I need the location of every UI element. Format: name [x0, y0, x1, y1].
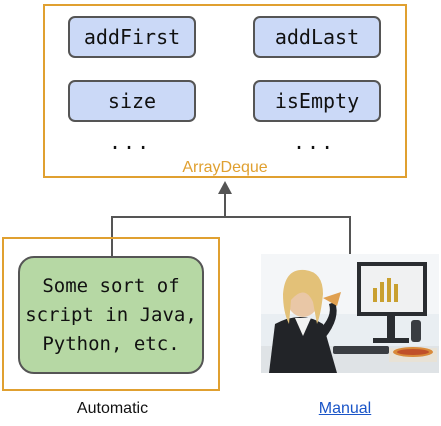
- person-at-computer-photo: [261, 254, 439, 373]
- array-deque-title: ArrayDeque: [182, 159, 268, 176]
- method-is-empty: isEmpty: [253, 80, 381, 122]
- method-add-last: addLast: [253, 16, 381, 58]
- ellipsis-left: ...: [109, 130, 152, 154]
- method-size: size: [68, 80, 196, 122]
- manual-link[interactable]: Manual: [318, 400, 372, 417]
- arrow-head: [218, 181, 232, 194]
- automatic-label: Automatic: [76, 400, 149, 417]
- script-box: Some sort of script in Java, Python, etc…: [18, 256, 204, 374]
- ellipsis-right: ...: [293, 130, 336, 154]
- automatic-box: [2, 237, 220, 391]
- method-add-first: addFirst: [68, 16, 196, 58]
- array-deque-box: addFirst addLast size isEmpty ... ... Ar…: [43, 4, 407, 178]
